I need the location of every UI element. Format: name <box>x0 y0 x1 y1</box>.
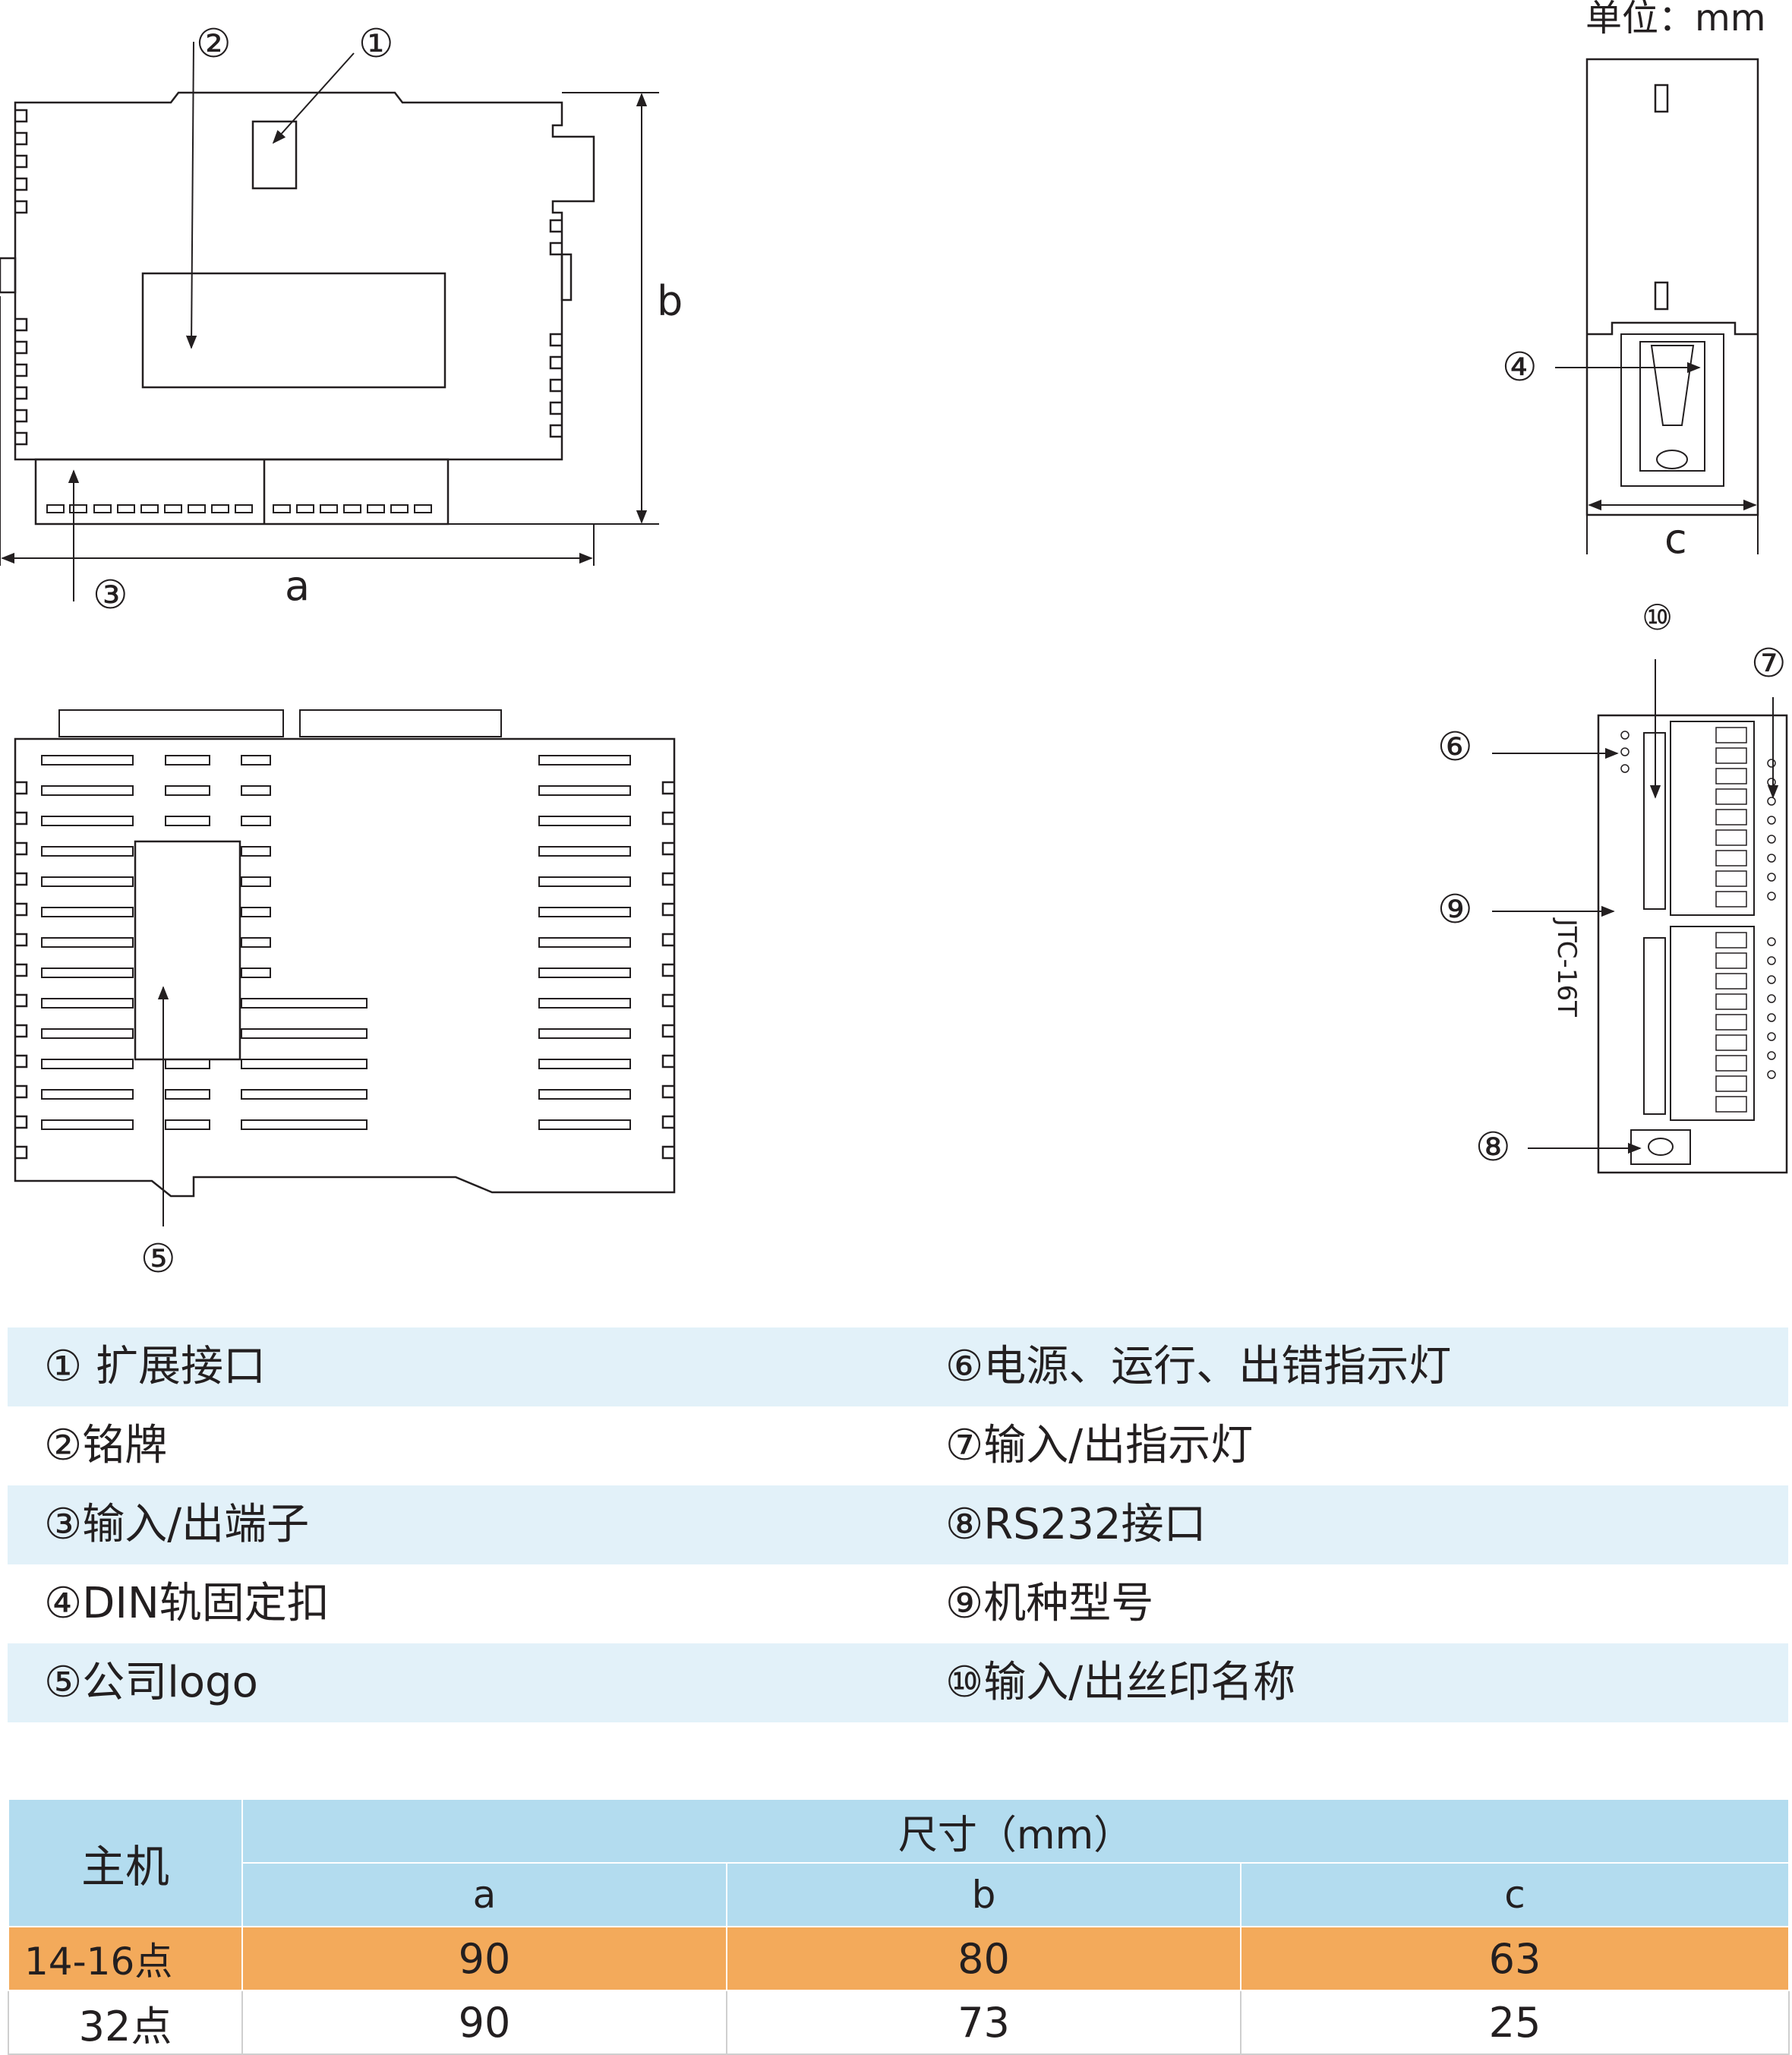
table-row: 32点 90 73 25 <box>8 1990 1790 2055</box>
model-text: JTC-16T <box>1551 919 1582 1017</box>
host-header: 主机 <box>8 1798 243 1927</box>
legend: ① 扩展接口 ⑥电源、运行、出错指示灯 ②铭牌 ⑦输入/出指示灯 ③输入/出端子… <box>8 1327 1788 1722</box>
cell-c: 63 <box>1239 1926 1790 1991</box>
legend-item: ① 扩展接口 <box>44 1342 267 1391</box>
callout-2: ② <box>196 21 232 67</box>
legend-row: ③输入/出端子 ⑧RS232接口 <box>8 1485 1788 1564</box>
callout-7: ⑦ <box>1751 641 1787 687</box>
technical-drawing <box>0 41 1788 1226</box>
legend-row: ④DIN轨固定扣 ⑨机种型号 <box>8 1564 1788 1643</box>
cell-a: 90 <box>241 1926 727 1991</box>
legend-item: ③输入/出端子 <box>44 1500 310 1549</box>
col-header-b: b <box>726 1862 1241 1927</box>
cell-b: 73 <box>726 1990 1241 2055</box>
cell-b: 80 <box>726 1926 1241 1991</box>
legend-item: ⑤公司logo <box>44 1658 258 1707</box>
legend-row: ⑤公司logo ⑩输入/出丝印名称 <box>8 1643 1788 1722</box>
legend-item: ⑨机种型号 <box>945 1579 1154 1628</box>
callout-6: ⑥ <box>1437 724 1473 770</box>
legend-item: ④DIN轨固定扣 <box>44 1579 330 1628</box>
callout-3: ③ <box>93 573 128 618</box>
cell-c: 25 <box>1239 1990 1790 2055</box>
top-view <box>14 709 676 1226</box>
legend-row: ① 扩展接口 ⑥电源、运行、出错指示灯 <box>8 1327 1788 1406</box>
col-header-c: c <box>1239 1862 1790 1927</box>
callout-8: ⑧ <box>1475 1125 1511 1170</box>
row-label: 14-16点 <box>8 1926 243 1991</box>
dim-b-label: b <box>657 277 683 325</box>
legend-item: ⑦输入/出指示灯 <box>945 1421 1254 1470</box>
legend-item: ⑥电源、运行、出错指示灯 <box>945 1342 1452 1391</box>
front-view <box>0 41 659 601</box>
dimension-table: 主机 尺寸（mm） a b c 14-16点 90 80 63 32点 90 7… <box>8 1798 1790 2055</box>
callout-10: ⑩ <box>1642 597 1674 638</box>
col-header-a: a <box>241 1862 727 1927</box>
size-header: 尺寸（mm） <box>241 1798 1790 1864</box>
unit-label: 单位：mm <box>1585 0 1766 39</box>
legend-row: ②铭牌 ⑦输入/出指示灯 <box>8 1406 1788 1485</box>
terminal-row <box>46 504 432 513</box>
table-row: 14-16点 90 80 63 <box>8 1926 1790 1991</box>
cell-a: 90 <box>241 1990 727 2055</box>
dim-c-label: c <box>1664 515 1687 563</box>
side-view <box>1555 58 1759 554</box>
callout-9: ⑨ <box>1437 887 1473 933</box>
legend-item: ⑧RS232接口 <box>945 1500 1207 1549</box>
legend-item: ⑩输入/出丝印名称 <box>945 1658 1296 1707</box>
dim-a-label: a <box>285 562 311 610</box>
callout-4: ④ <box>1502 345 1538 390</box>
row-label: 32点 <box>8 1990 243 2055</box>
legend-item: ②铭牌 <box>44 1421 168 1470</box>
callout-1: ① <box>358 21 394 67</box>
front-panel-view <box>1492 659 1788 1174</box>
callout-5: ⑤ <box>140 1236 176 1282</box>
